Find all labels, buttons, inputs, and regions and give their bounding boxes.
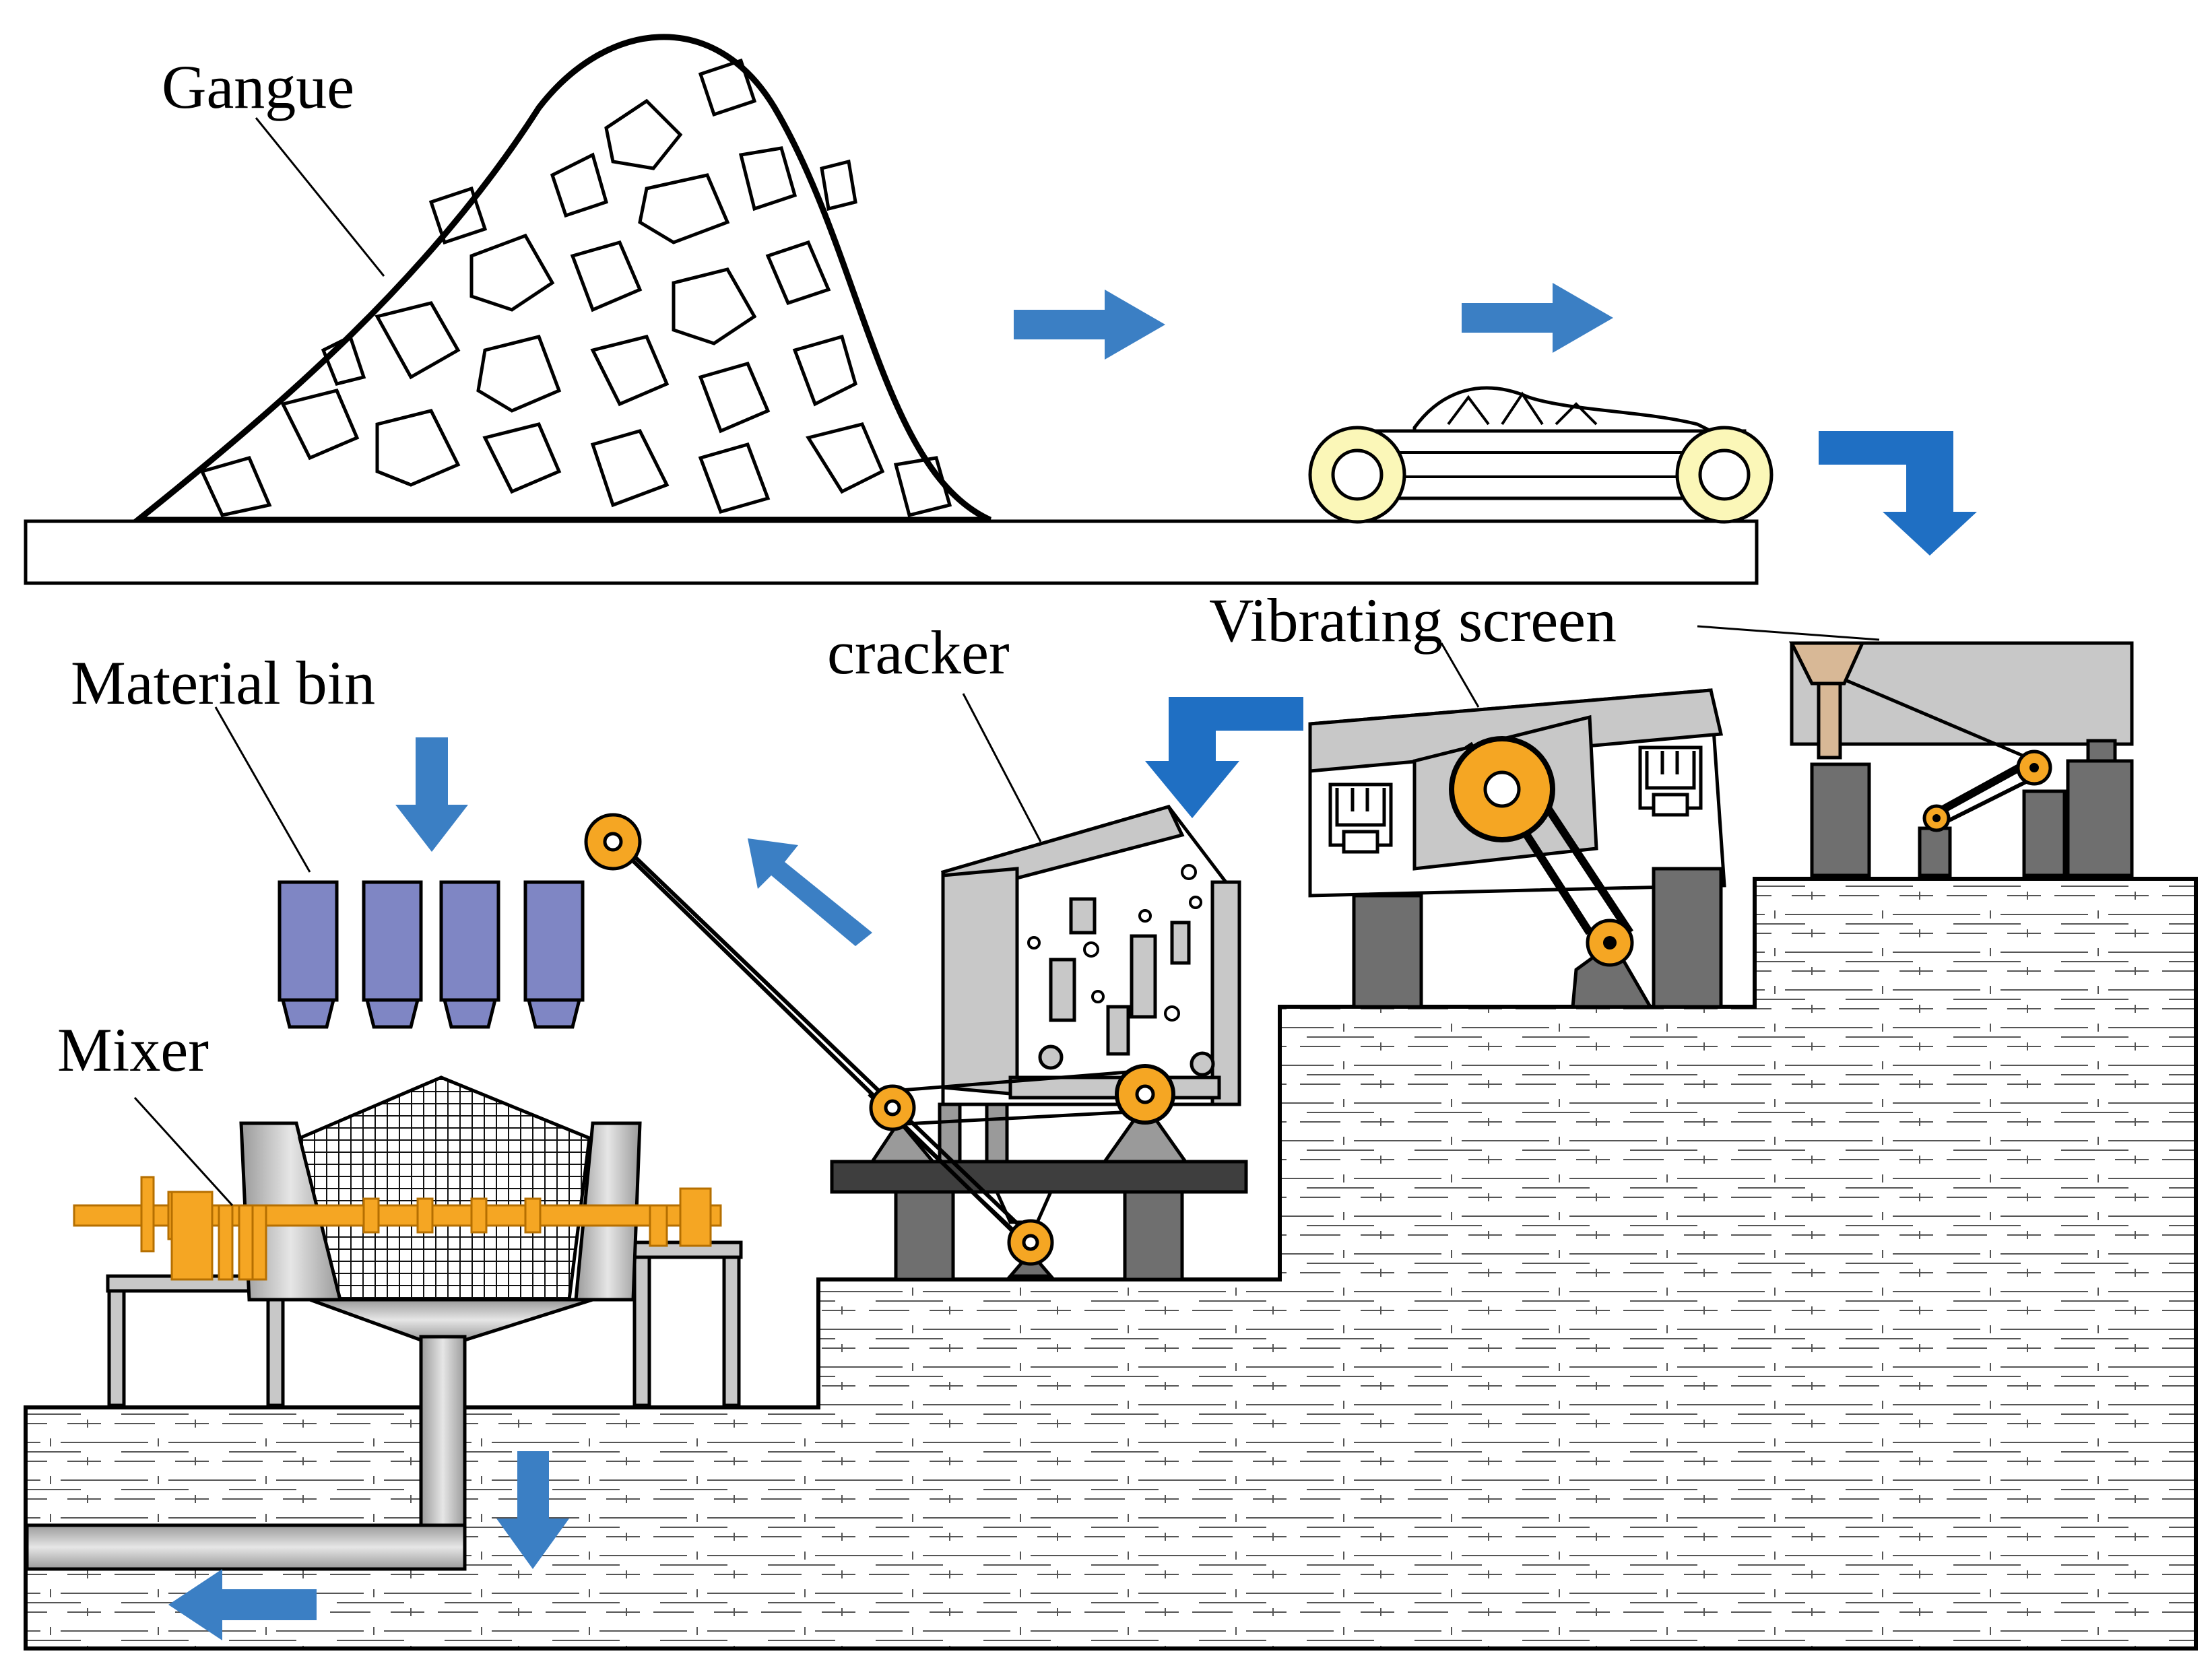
vibrating-screen-leader-line xyxy=(1697,625,1880,641)
vibrating-screen xyxy=(1308,641,2134,1009)
vibrating-screen-leader-line-2 xyxy=(1440,642,1480,708)
material-bin-label: Material bin xyxy=(71,648,375,717)
material-bin-1 xyxy=(278,880,339,1029)
screen-bracket-left-icon xyxy=(1328,782,1393,854)
mixer-leader-line xyxy=(133,1096,234,1207)
material-bin-2 xyxy=(362,880,423,1029)
gangue-label: Gangue xyxy=(162,53,354,121)
flow-arrow-left-outlet xyxy=(168,1569,317,1640)
flow-arrow-right-2 xyxy=(1462,283,1613,353)
mixer xyxy=(25,1075,743,1571)
flow-arrow-right-1 xyxy=(1014,290,1165,360)
top-ground-slab xyxy=(24,519,1759,585)
cracker xyxy=(830,805,1248,1281)
inclined-conveyor xyxy=(584,813,1055,1278)
flow-arrow-down-bins xyxy=(395,737,468,852)
gangue-pile xyxy=(129,34,991,523)
flow-arrow-down-outlet xyxy=(496,1451,569,1569)
vibrating-screen-label: Vibrating screen xyxy=(1209,586,1617,655)
flow-arrow-down-turn-1 xyxy=(1819,431,1977,556)
screen-bracket-right-icon xyxy=(1638,745,1703,817)
cracker-leader-line xyxy=(962,693,1042,842)
stepped-ground xyxy=(24,877,2198,1651)
flow-arrow-down-turn-2 xyxy=(1145,697,1303,818)
cracker-label: cracker xyxy=(827,618,1010,687)
material-bins xyxy=(278,880,585,1029)
belt-conveyor xyxy=(1308,386,1774,524)
material-bin-4 xyxy=(523,880,585,1029)
flow-arrow-up-left xyxy=(748,838,872,946)
material-bin-3 xyxy=(439,880,500,1029)
mixer-label: Mixer xyxy=(57,1015,209,1084)
material-bin-leader-line xyxy=(214,706,311,873)
gangue-leader-line xyxy=(255,117,385,277)
